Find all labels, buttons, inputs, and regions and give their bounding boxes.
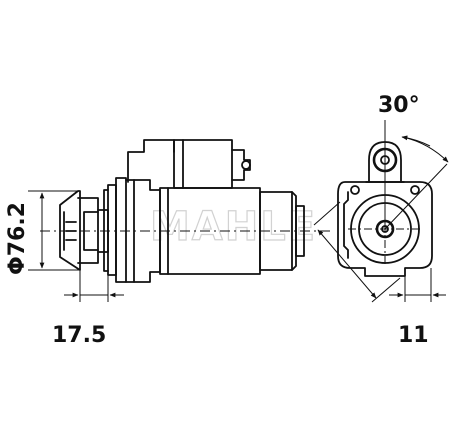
- angle-label: 30°: [378, 93, 420, 118]
- offset-dimension: [389, 268, 446, 302]
- mounting-flange: [103, 177, 127, 283]
- flange-width-label: 17.5: [52, 323, 106, 348]
- end-view: 30° 11: [313, 93, 449, 348]
- pinion-nose: [40, 190, 330, 271]
- side-view: Φ76.2 17.5: [5, 139, 330, 348]
- diameter-label: Φ76.2: [5, 202, 30, 275]
- watermark-logo: MAHLE: [150, 204, 317, 250]
- flange-width-dimension: [64, 270, 124, 302]
- motor-body: [159, 187, 305, 275]
- offset-label: 11: [398, 323, 429, 348]
- diameter-dimension: [28, 190, 80, 271]
- angle-dimension: [384, 120, 449, 230]
- diagonal-dimension: [313, 201, 401, 303]
